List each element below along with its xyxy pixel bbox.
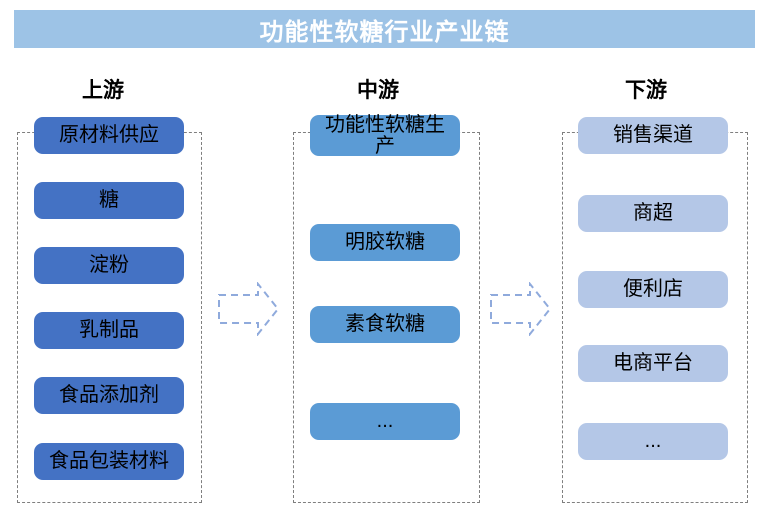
node-supermarket: 商超	[578, 195, 728, 232]
node-ecommerce: 电商平台	[578, 345, 728, 382]
node-sugar: 糖	[34, 182, 184, 219]
node-raw-material-supply: 原材料供应	[34, 117, 184, 154]
node-sales-channels: 销售渠道	[578, 117, 728, 154]
flow-arrow-icon	[217, 282, 281, 336]
node-gummy-production: 功能性软糖生产	[310, 114, 460, 156]
node-downstream-more: ...	[578, 423, 728, 460]
column-header-upstream: 上游	[82, 79, 124, 102]
node-midstream-more: ...	[310, 403, 460, 440]
page-title: 功能性软糖行业产业链	[259, 18, 510, 46]
node-food-additives: 食品添加剂	[34, 377, 184, 414]
node-food-packaging: 食品包装材料	[34, 443, 184, 480]
node-gelatin-gummy: 明胶软糖	[310, 224, 460, 261]
title-bar: 功能性软糖行业产业链	[14, 10, 755, 48]
node-starch: 淀粉	[34, 247, 184, 284]
node-vegan-gummy: 素食软糖	[310, 306, 460, 343]
column-header-downstream: 下游	[625, 79, 667, 102]
flow-arrow-icon	[489, 282, 553, 336]
column-header-midstream: 中游	[357, 79, 399, 102]
node-convenience-store: 便利店	[578, 271, 728, 308]
node-dairy: 乳制品	[34, 312, 184, 349]
